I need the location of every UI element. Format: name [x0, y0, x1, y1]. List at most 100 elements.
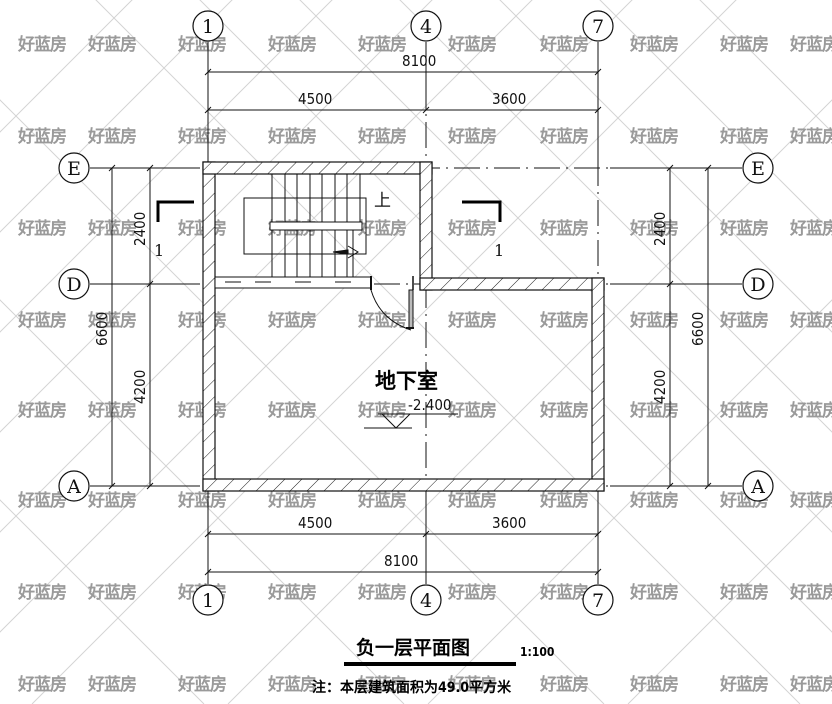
section-label-right: 1 — [494, 241, 504, 260]
watermark-text: 好蓝房 — [177, 310, 226, 331]
dim-bottom-total: 8100 — [384, 552, 418, 570]
watermark-text: 好蓝房 — [357, 490, 406, 511]
watermark-text: 好蓝房 — [177, 218, 226, 239]
watermark-text: 好蓝房 — [447, 582, 496, 603]
watermark-text: 好蓝房 — [719, 34, 768, 55]
section-marks — [156, 200, 502, 222]
watermark-text: 好蓝房 — [447, 400, 496, 421]
watermark-text: 好蓝房 — [789, 400, 832, 421]
watermark-text: 好蓝房 — [719, 582, 768, 603]
section-mark-left — [156, 200, 194, 222]
dim-top-total: 8100 — [402, 52, 436, 70]
watermark-text: 好蓝房 — [87, 674, 136, 695]
watermark-text: 好蓝房 — [267, 490, 316, 511]
drawing-title: 负一层平面图 — [356, 636, 470, 659]
watermark-text: 好蓝房 — [789, 674, 832, 695]
watermark-text: 好蓝房 — [629, 218, 678, 239]
room-name: 地下室 — [375, 369, 438, 393]
section-mark-right — [462, 200, 502, 222]
axis-label-D-left: D — [66, 274, 81, 296]
axis-bubble-A-right — [742, 470, 774, 502]
walls — [202, 161, 605, 492]
watermark-text: 好蓝房 — [789, 34, 832, 55]
watermark-text: 好蓝房 — [87, 490, 136, 511]
axis-label-E-right: E — [751, 158, 765, 180]
watermark-text: 好蓝房 — [447, 310, 496, 331]
section-label-left: 1 — [154, 241, 164, 260]
watermark-text: 好蓝房 — [629, 126, 678, 147]
watermark-text: 好蓝房 — [357, 582, 406, 603]
axis-label-E-left: E — [67, 158, 81, 180]
watermark-text-group: 好蓝房好蓝房好蓝房好蓝房好蓝房好蓝房好蓝房好蓝房好蓝房好蓝房好蓝房好蓝房好蓝房好… — [17, 34, 832, 695]
watermark-text: 好蓝房 — [447, 490, 496, 511]
watermark-text: 好蓝房 — [539, 400, 588, 421]
axis-bubbles — [58, 10, 774, 616]
watermark-text: 好蓝房 — [539, 310, 588, 331]
axis-bubble-7-top — [582, 10, 614, 42]
axis-label-4-top: 4 — [420, 16, 432, 38]
watermark-text: 好蓝房 — [267, 34, 316, 55]
dimension-left — [108, 164, 154, 490]
elevation-marker-icon — [364, 413, 458, 429]
axis-label-A-right: A — [750, 476, 765, 498]
axis-label-A-left: A — [66, 476, 81, 498]
watermark-text: 好蓝房 — [17, 310, 66, 331]
watermark-text: 好蓝房 — [17, 490, 66, 511]
watermark-text: 好蓝房 — [177, 674, 226, 695]
watermark-text: 好蓝房 — [539, 674, 588, 695]
watermark-text: 好蓝房 — [87, 126, 136, 147]
dimension-right — [666, 164, 712, 490]
axis-bubble-1-bottom — [192, 584, 224, 616]
stair-partition — [214, 276, 372, 289]
watermark-text: 好蓝房 — [357, 126, 406, 147]
watermark-text: 好蓝房 — [539, 34, 588, 55]
watermark-text: 好蓝房 — [267, 674, 316, 695]
axis-bubble-7-bottom — [582, 584, 614, 616]
watermark-text: 好蓝房 — [719, 126, 768, 147]
watermark-text: 好蓝房 — [789, 310, 832, 331]
watermark-text: 好蓝房 — [447, 674, 496, 695]
watermark-text: 好蓝房 — [357, 218, 406, 239]
watermark-text: 好蓝房 — [629, 400, 678, 421]
axis-label-7-bottom: 7 — [592, 590, 604, 612]
axis-label-1-top: 1 — [202, 16, 214, 38]
watermark-text: 好蓝房 — [539, 490, 588, 511]
watermark-text: 好蓝房 — [87, 582, 136, 603]
watermark-text: 好蓝房 — [177, 490, 226, 511]
watermark-text: 好蓝房 — [267, 126, 316, 147]
axis-bubble-D-right — [742, 268, 774, 300]
dimension-top — [204, 68, 602, 114]
watermark-text: 好蓝房 — [17, 34, 66, 55]
watermark-text: 好蓝房 — [17, 218, 66, 239]
axis-label-7-top: 7 — [592, 16, 604, 38]
watermark-text: 好蓝房 — [17, 582, 66, 603]
axis-bubble-4-bottom — [410, 584, 442, 616]
dim-left-seg-1: 2400 — [131, 212, 149, 246]
extension-lines — [90, 42, 742, 584]
axis-label-1-bottom: 1 — [202, 590, 214, 612]
watermark-text: 好蓝房 — [17, 674, 66, 695]
watermark-text: 好蓝房 — [447, 218, 496, 239]
watermark-text: 好蓝房 — [357, 310, 406, 331]
area-note: 注：本层建筑面积为49.0平方米 — [312, 679, 512, 696]
watermark-text: 好蓝房 — [357, 34, 406, 55]
watermark-text: 好蓝房 — [357, 400, 406, 421]
axis-bubble-4-top — [410, 10, 442, 42]
axis-bubble-A-left — [58, 470, 90, 502]
axis-label-4-bottom: 4 — [420, 590, 432, 612]
watermark-text: 好蓝房 — [447, 34, 496, 55]
axis-bubble-E-right — [742, 152, 774, 184]
axis-bubble-E-left — [58, 152, 90, 184]
watermark-text: 好蓝房 — [17, 400, 66, 421]
drawing-scale: 1:100 — [520, 645, 554, 659]
watermark-text: 好蓝房 — [719, 310, 768, 331]
watermark-text: 好蓝房 — [719, 400, 768, 421]
watermark-text: 好蓝房 — [539, 126, 588, 147]
title-underline — [344, 662, 516, 666]
dim-bottom-seg-2: 3600 — [492, 514, 526, 532]
dim-right-total: 6600 — [689, 312, 707, 346]
axis-bubble-1-top — [192, 10, 224, 42]
room-elevation: -2.400 — [408, 396, 452, 414]
axis-label-D-right: D — [750, 274, 765, 296]
